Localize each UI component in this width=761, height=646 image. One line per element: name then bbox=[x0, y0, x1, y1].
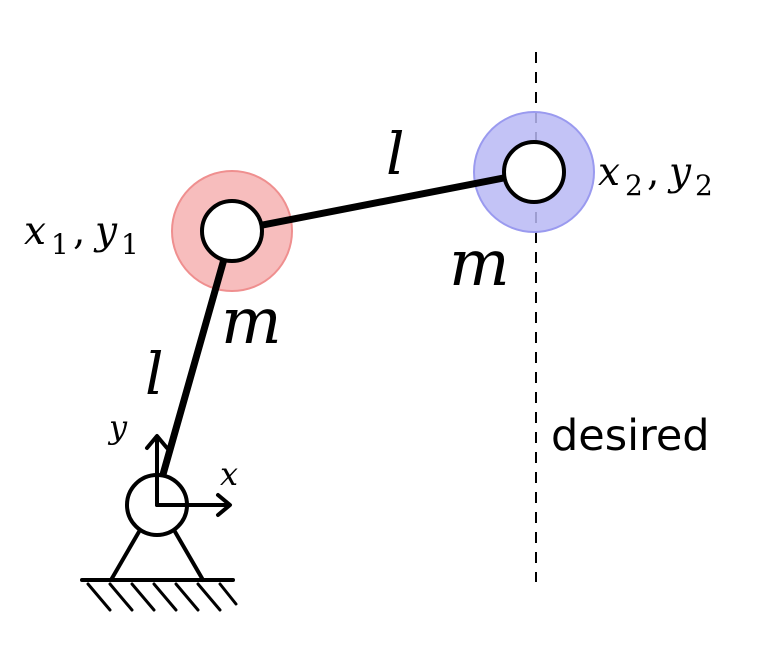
svg-text:y: y bbox=[667, 150, 692, 195]
joint1-coordinate-label: x 1 , y 1 bbox=[24, 209, 139, 261]
svg-text:2: 2 bbox=[695, 169, 713, 202]
svg-text:,: , bbox=[647, 150, 659, 195]
svg-text:x: x bbox=[598, 150, 620, 195]
joint1-circle bbox=[200, 199, 264, 263]
ground-hatching bbox=[86, 582, 238, 612]
svg-text:y: y bbox=[93, 209, 118, 254]
svg-text:2: 2 bbox=[625, 169, 643, 202]
link1-length-label: l bbox=[145, 340, 164, 408]
base-axes bbox=[145, 434, 232, 517]
link-2 bbox=[228, 168, 538, 235]
mass2-label: m bbox=[449, 227, 510, 301]
desired-label: desired bbox=[551, 411, 710, 461]
ground-support bbox=[80, 528, 235, 582]
joint2-coordinate-label: x 2 , y 2 bbox=[598, 150, 713, 202]
svg-text:,: , bbox=[73, 209, 85, 254]
axis-x-label: x bbox=[220, 455, 238, 493]
axis-y-label: y bbox=[107, 408, 128, 446]
svg-text:x: x bbox=[24, 209, 46, 254]
svg-text:1: 1 bbox=[51, 228, 69, 261]
joint2-circle bbox=[502, 140, 566, 204]
svg-text:1: 1 bbox=[121, 228, 139, 261]
link-1 bbox=[156, 227, 236, 489]
link2-length-label: l bbox=[386, 120, 405, 188]
mass1-label: m bbox=[221, 285, 282, 359]
